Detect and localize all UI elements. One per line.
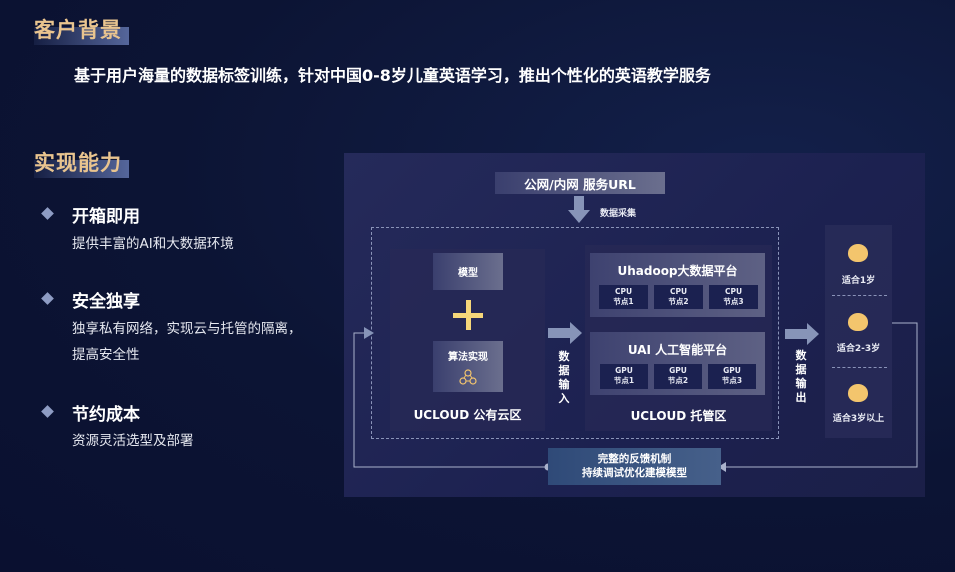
age-label: 适合2-3岁 bbox=[836, 344, 881, 354]
char: 出 bbox=[795, 391, 807, 404]
section-title-band bbox=[34, 27, 129, 45]
feedback-mechanism-box: 完整的反馈机制 持续调试优化建模模型 bbox=[548, 448, 721, 485]
data-output-label: 数据输出 bbox=[794, 349, 808, 405]
bullet-diamond-icon bbox=[41, 292, 54, 305]
char: 输 bbox=[795, 377, 807, 390]
node-name: 节点3 bbox=[723, 297, 744, 306]
divider bbox=[832, 367, 887, 368]
node-name: 节点2 bbox=[667, 376, 689, 385]
node-type: GPU bbox=[615, 366, 633, 375]
uai-title: UAI 人工智能平台 bbox=[627, 343, 728, 357]
algorithm-box: 算法实现 bbox=[433, 341, 503, 392]
node-name: 节点1 bbox=[613, 297, 634, 306]
algorithm-label: 算法实现 bbox=[448, 352, 488, 363]
node-name: 节点2 bbox=[668, 297, 689, 306]
child-face-icon bbox=[848, 244, 868, 262]
arrow-down-icon bbox=[568, 196, 590, 223]
child-face-icon bbox=[848, 384, 868, 402]
char: 输 bbox=[558, 378, 570, 391]
node-type: GPU bbox=[723, 366, 741, 375]
divider bbox=[832, 295, 887, 296]
capability-desc: 提供丰富的AI和大数据环境 bbox=[72, 236, 234, 252]
capability-heading: 安全独享 bbox=[72, 292, 140, 312]
algorithm-nodes-icon bbox=[459, 369, 477, 385]
child-face-icon bbox=[848, 313, 868, 331]
feedback-line: 持续调试优化建模模型 bbox=[582, 467, 687, 479]
capability-heading: 节约成本 bbox=[72, 405, 140, 425]
public-cloud-label: UCLOUD 公有云区 bbox=[413, 408, 522, 422]
section-title-customer-background: 客户背景 bbox=[34, 18, 122, 42]
model-box: 模型 bbox=[433, 253, 503, 290]
hosted-zone-label: UCLOUD 托管区 bbox=[630, 409, 727, 423]
uhadoop-title: Uhadoop大数据平台 bbox=[617, 264, 738, 278]
char: 据 bbox=[795, 363, 807, 376]
char: 据 bbox=[558, 364, 570, 377]
capability-heading: 开箱即用 bbox=[72, 207, 140, 227]
char: 入 bbox=[558, 392, 570, 405]
node-name: 节点1 bbox=[613, 376, 635, 385]
data-input-label: 数据输入 bbox=[557, 350, 571, 406]
service-url-box: 公网/内网 服务URL bbox=[495, 172, 665, 194]
capability-desc: 资源灵活选型及部署 bbox=[72, 433, 194, 449]
char: 数 bbox=[795, 349, 807, 362]
capability-desc: 独享私有网络，实现云与托管的隔离， bbox=[72, 321, 302, 337]
node-type: CPU bbox=[614, 287, 633, 296]
arrow-right-icon bbox=[548, 322, 582, 344]
age-label: 适合1岁 bbox=[841, 276, 876, 286]
customer-background-text: 基于用户海量的数据标签训练，针对中国0-8岁儿童英语学习，推出个性化的英语教学服… bbox=[74, 66, 711, 85]
data-collect-label: 数据采集 bbox=[600, 209, 637, 219]
bullet-diamond-icon bbox=[41, 207, 54, 220]
arrow-right-icon bbox=[785, 323, 819, 345]
age-label: 适合3岁以上 bbox=[832, 414, 885, 424]
node-type: CPU bbox=[669, 287, 688, 296]
feedback-line: 完整的反馈机制 bbox=[597, 453, 672, 465]
char: 数 bbox=[558, 350, 570, 363]
capability-desc: 提高安全性 bbox=[72, 347, 140, 363]
bullet-diamond-icon bbox=[41, 405, 54, 418]
plus-icon bbox=[466, 300, 471, 330]
section-title-band bbox=[34, 160, 129, 178]
section-title-capabilities: 实现能力 bbox=[34, 151, 122, 175]
node-type: GPU bbox=[669, 366, 687, 375]
node-name: 节点3 bbox=[721, 376, 743, 385]
node-type: CPU bbox=[724, 287, 743, 296]
